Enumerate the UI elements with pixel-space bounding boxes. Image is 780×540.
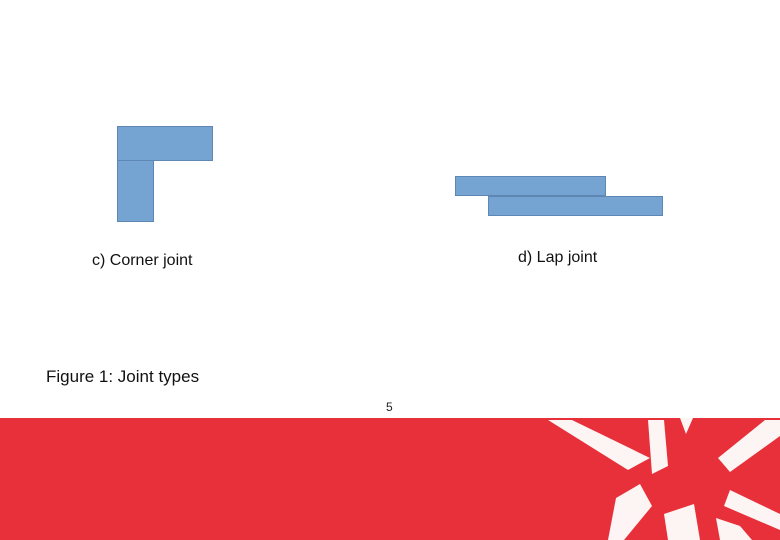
page-number: 5 bbox=[386, 400, 393, 414]
lap-joint-bottom-plate bbox=[488, 196, 663, 216]
figure-caption: Figure 1: Joint types bbox=[46, 367, 200, 386]
star-logo-icon bbox=[548, 418, 780, 540]
lap-joint-caption: d) Lap joint bbox=[518, 249, 598, 266]
corner-joint-vertical-plate bbox=[117, 161, 154, 222]
corner-joint-caption: c) Corner joint bbox=[92, 252, 193, 269]
lap-joint-top-plate bbox=[455, 176, 606, 196]
corner-joint-horizontal-plate bbox=[117, 126, 213, 161]
footer-band bbox=[0, 418, 780, 540]
